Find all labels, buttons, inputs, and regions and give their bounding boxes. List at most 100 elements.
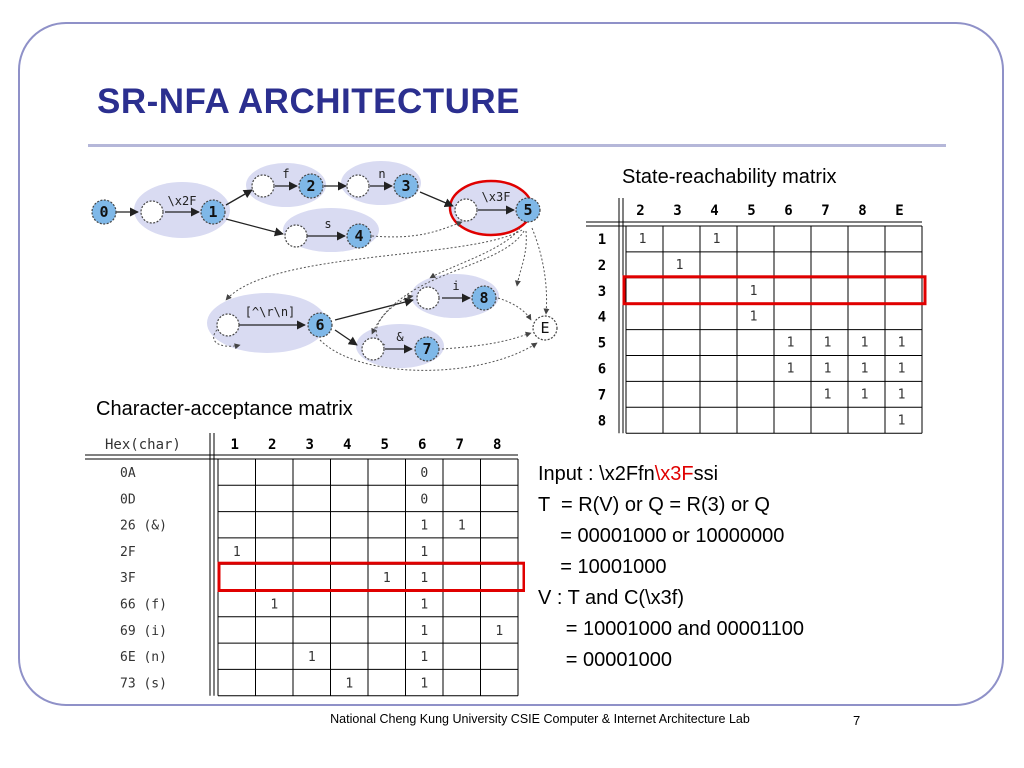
calc-line: V : T and C(\x3f)	[538, 587, 684, 609]
sr-cell: 1	[861, 387, 869, 402]
sr-column-header: 6	[784, 203, 792, 219]
edge-label: n	[378, 167, 385, 181]
calc-line: = 00001000 or 10000000	[538, 525, 785, 547]
sr-row-header: 7	[598, 387, 606, 403]
ca-highlight-box	[217, 561, 525, 592]
ca-cell: 1	[270, 598, 278, 613]
page-number: 7	[853, 713, 861, 728]
ca-cell: 1	[308, 650, 316, 665]
ca-column-header: 7	[456, 437, 464, 453]
sr-cell: 1	[713, 232, 721, 247]
sr-column-header: 3	[673, 203, 681, 219]
state-2-node	[298, 173, 324, 199]
sr-cell: 1	[787, 336, 795, 351]
sr-cell: 1	[898, 413, 906, 428]
ca-cell: 1	[420, 571, 428, 586]
input-line: Input : \x2Ffn\x3Fssi	[538, 459, 804, 490]
ca-cell: 1	[420, 519, 428, 534]
sr-row-header: 2	[598, 258, 606, 274]
sr-column-header: 2	[636, 203, 644, 219]
state-label: 1	[208, 203, 217, 221]
state-label: E	[540, 319, 549, 337]
state-label: 7	[422, 340, 431, 358]
ca-cell: 1	[458, 519, 466, 534]
sr-column-header: E	[895, 203, 903, 219]
state-0-node	[91, 199, 117, 225]
ca-cell: 1	[420, 598, 428, 613]
state-1-node	[200, 199, 226, 225]
sr-matrix-caption: State-reachability matrix	[622, 166, 837, 188]
sr-cell: 1	[787, 362, 795, 377]
sr-cell: 1	[639, 232, 647, 247]
ca-cell: 1	[420, 650, 428, 665]
state-6-node	[307, 312, 333, 338]
title-divider	[88, 144, 946, 147]
ca-cell: 0	[420, 466, 428, 481]
ca-cell: 1	[420, 624, 428, 639]
calc-line: = 10001000 and 00001100	[538, 618, 804, 640]
state-3-node	[393, 173, 419, 199]
sr-row-header: 1	[598, 232, 606, 248]
state-label: 2	[306, 177, 315, 195]
edge-label: &	[396, 330, 404, 344]
ca-row-header: 0D	[120, 492, 136, 507]
ca-column-header: 3	[306, 437, 314, 453]
ca-column-header: 2	[268, 437, 276, 453]
ca-column-header: 6	[418, 437, 426, 453]
ca-row-header: 2F	[120, 545, 136, 560]
sr-column-header: 8	[858, 203, 866, 219]
ca-column-header: 8	[493, 437, 501, 453]
sr-row-header: 3	[598, 284, 606, 300]
sr-cell: 1	[861, 336, 869, 351]
calc-line: T = R(V) or Q = R(3) or Q	[538, 494, 770, 516]
sr-row-header: 5	[598, 336, 606, 352]
slide-frame	[18, 22, 1004, 706]
sr-cell: 1	[898, 362, 906, 377]
state-label: 6	[315, 316, 324, 334]
ca-column-header: 1	[231, 437, 239, 453]
ca-row-header: 66 (f)	[120, 598, 167, 613]
sr-cell: 1	[824, 362, 832, 377]
ca-cell: 1	[233, 545, 241, 560]
sr-cell: 1	[824, 336, 832, 351]
sr-cell: 1	[898, 336, 906, 351]
sr-cell: 1	[750, 284, 758, 299]
input-suffix: ssi	[693, 463, 719, 485]
state-label: 0	[99, 203, 108, 221]
sr-row-header: 8	[598, 413, 606, 429]
edge-label: f	[282, 167, 289, 181]
ca-cell: 0	[420, 492, 428, 507]
ca-matrix-caption: Character-acceptance matrix	[96, 398, 353, 420]
state-8-node	[471, 285, 497, 311]
ca-column-header: 4	[343, 437, 351, 453]
sr-cell: 1	[750, 310, 758, 325]
ca-row-header: 73 (s)	[120, 676, 167, 691]
state-label: 8	[479, 289, 488, 307]
calc-line: = 00001000	[538, 649, 673, 671]
input-highlight: \x3F	[654, 463, 694, 485]
sr-column-header: 4	[710, 203, 718, 219]
edge-label: i	[452, 279, 459, 293]
input-prefix: Input : \x2Ffn	[538, 463, 655, 485]
ca-row-header: 6E (n)	[120, 650, 167, 665]
ca-row-header: 0A	[120, 466, 136, 481]
ca-column-header: 5	[381, 437, 389, 453]
ca-cell: 1	[345, 676, 353, 691]
state-7-node	[414, 336, 440, 362]
edge-label: s	[324, 217, 331, 231]
sr-column-header: 7	[821, 203, 829, 219]
ca-cell: 1	[495, 624, 503, 639]
state-5-node	[515, 197, 541, 223]
ca-header-label: Hex(char)	[105, 437, 181, 453]
state-label: 4	[354, 227, 363, 245]
state-label: 5	[523, 201, 532, 219]
ca-cell: 1	[383, 571, 391, 586]
edge-label: \x2F	[168, 194, 197, 208]
sr-cell: 1	[861, 362, 869, 377]
slide-title: SR-NFA ARCHITECTURE	[97, 82, 521, 121]
sr-cell: 1	[898, 387, 906, 402]
sr-highlight-box	[622, 275, 927, 306]
state-E-node	[532, 315, 558, 341]
